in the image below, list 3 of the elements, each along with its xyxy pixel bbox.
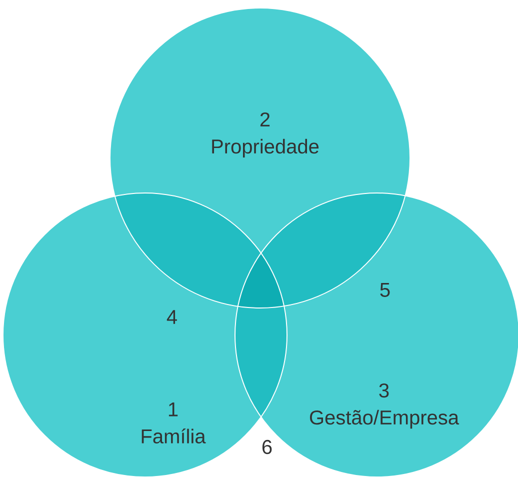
region-number: 4 <box>166 310 177 324</box>
region-number: 5 <box>380 283 390 297</box>
region-number: 6 <box>262 440 272 454</box>
